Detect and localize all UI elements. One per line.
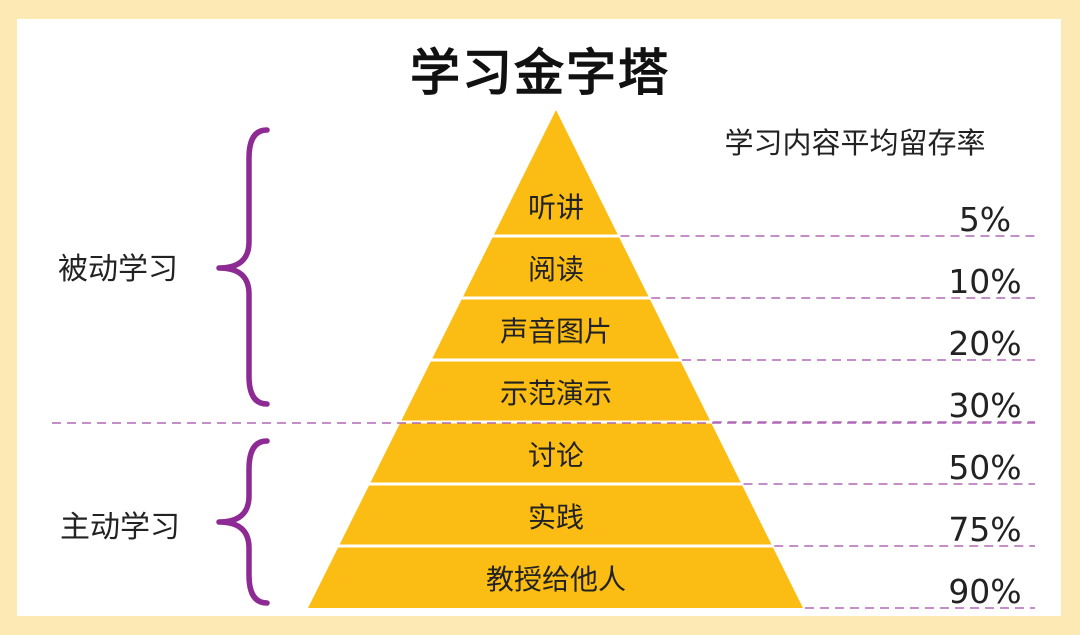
pyramid-level-7 <box>308 547 803 608</box>
level-label: 教授给他人 <box>486 563 626 596</box>
retention-rate: 90% <box>948 572 1021 611</box>
retention-rate: 10% <box>948 262 1021 301</box>
pyramid-level-6 <box>339 485 772 545</box>
level-label: 示范演示 <box>500 377 612 410</box>
retention-rate: 5% <box>959 200 1011 239</box>
pyramid-level-4 <box>401 361 711 421</box>
retention-rate: 30% <box>948 386 1021 425</box>
group-label-passive: 被动学习 <box>58 252 178 287</box>
level-label: 讨论 <box>528 439 584 472</box>
passive-learning-brace <box>216 127 270 407</box>
group-label-active: 主动学习 <box>60 510 180 545</box>
retention-rate: 50% <box>948 448 1021 487</box>
page-title: 学习金字塔 <box>410 44 670 102</box>
active-learning-brace <box>216 438 270 606</box>
retention-rate: 20% <box>948 324 1021 363</box>
level-label: 声音图片 <box>500 315 612 348</box>
pyramid-level-2 <box>463 237 649 297</box>
level-label: 听讲 <box>528 191 584 224</box>
pyramid-level-3 <box>432 299 680 359</box>
pyramid-level-5 <box>370 423 741 483</box>
level-label: 阅读 <box>528 253 584 286</box>
retention-rate: 75% <box>948 510 1021 549</box>
pyramid-level-1 <box>494 110 618 235</box>
level-label: 实践 <box>528 501 584 534</box>
retention-column-header: 学习内容平均留存率 <box>724 126 985 160</box>
